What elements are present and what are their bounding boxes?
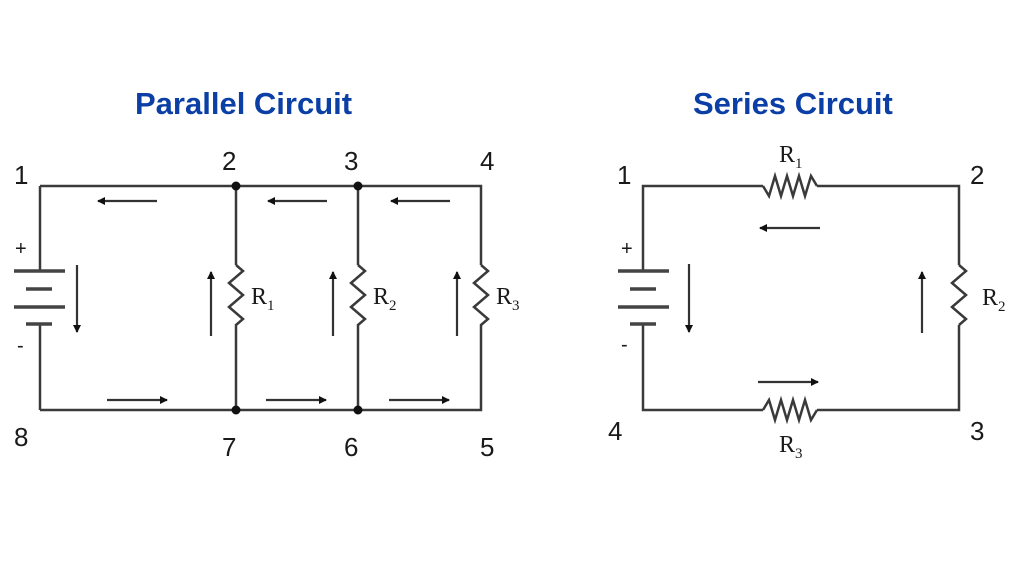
parallel-node-4: 4 bbox=[480, 146, 494, 176]
series-battery-icon: + - bbox=[618, 238, 669, 356]
parallel-r3-label: R3 bbox=[496, 284, 520, 314]
parallel-circuit: + - R1 R2 R3 1 2 3 4 bbox=[14, 146, 520, 462]
series-battery-plus: + bbox=[621, 238, 633, 260]
junction-dot-7 bbox=[231, 405, 241, 415]
series-node-3: 3 bbox=[970, 416, 984, 446]
series-resistor-r2-icon bbox=[950, 264, 968, 326]
junction-dot-6 bbox=[353, 405, 363, 415]
junction-dot-2 bbox=[231, 181, 241, 191]
parallel-node-8: 8 bbox=[14, 422, 28, 452]
parallel-r1-label: R1 bbox=[251, 284, 275, 314]
parallel-node-5: 5 bbox=[480, 432, 494, 462]
series-battery-minus: - bbox=[621, 334, 628, 356]
parallel-node-3: 3 bbox=[344, 146, 358, 176]
series-top-wire-right bbox=[817, 184, 961, 265]
series-top-wire-left bbox=[641, 184, 763, 271]
series-node-2: 2 bbox=[970, 160, 984, 190]
parallel-resistor-r2-icon bbox=[349, 264, 367, 410]
parallel-resistor-r3-icon bbox=[472, 264, 490, 335]
parallel-bottom-wire bbox=[40, 335, 483, 412]
parallel-node-6: 6 bbox=[344, 432, 358, 462]
parallel-battery-plus: + bbox=[15, 238, 27, 260]
series-circuit: + - R1 R2 R3 1 2 3 4 bbox=[608, 142, 1006, 462]
parallel-r2-label: R2 bbox=[373, 284, 397, 314]
series-circuit-title: Series Circuit bbox=[693, 86, 893, 121]
series-bottom-wire-left bbox=[641, 324, 763, 412]
series-r3-label: R3 bbox=[779, 432, 803, 462]
series-resistor-r1-icon bbox=[761, 171, 819, 201]
series-r2-label: R2 bbox=[982, 285, 1006, 315]
parallel-resistor-r1-icon bbox=[227, 264, 245, 410]
parallel-battery-minus: - bbox=[17, 335, 24, 357]
junction-dot-3 bbox=[353, 181, 363, 191]
series-node-1: 1 bbox=[617, 160, 631, 190]
parallel-battery-icon: + - bbox=[14, 238, 65, 357]
series-resistor-r3-icon bbox=[761, 395, 819, 425]
parallel-circuit-title: Parallel Circuit bbox=[135, 86, 353, 121]
series-node-4: 4 bbox=[608, 416, 622, 446]
parallel-node-2: 2 bbox=[222, 146, 236, 176]
series-r1-label: R1 bbox=[779, 142, 803, 172]
series-right-wire bbox=[837, 325, 961, 412]
parallel-top-wire bbox=[40, 184, 483, 265]
parallel-node-1: 1 bbox=[14, 160, 28, 190]
parallel-node-7: 7 bbox=[222, 432, 236, 462]
